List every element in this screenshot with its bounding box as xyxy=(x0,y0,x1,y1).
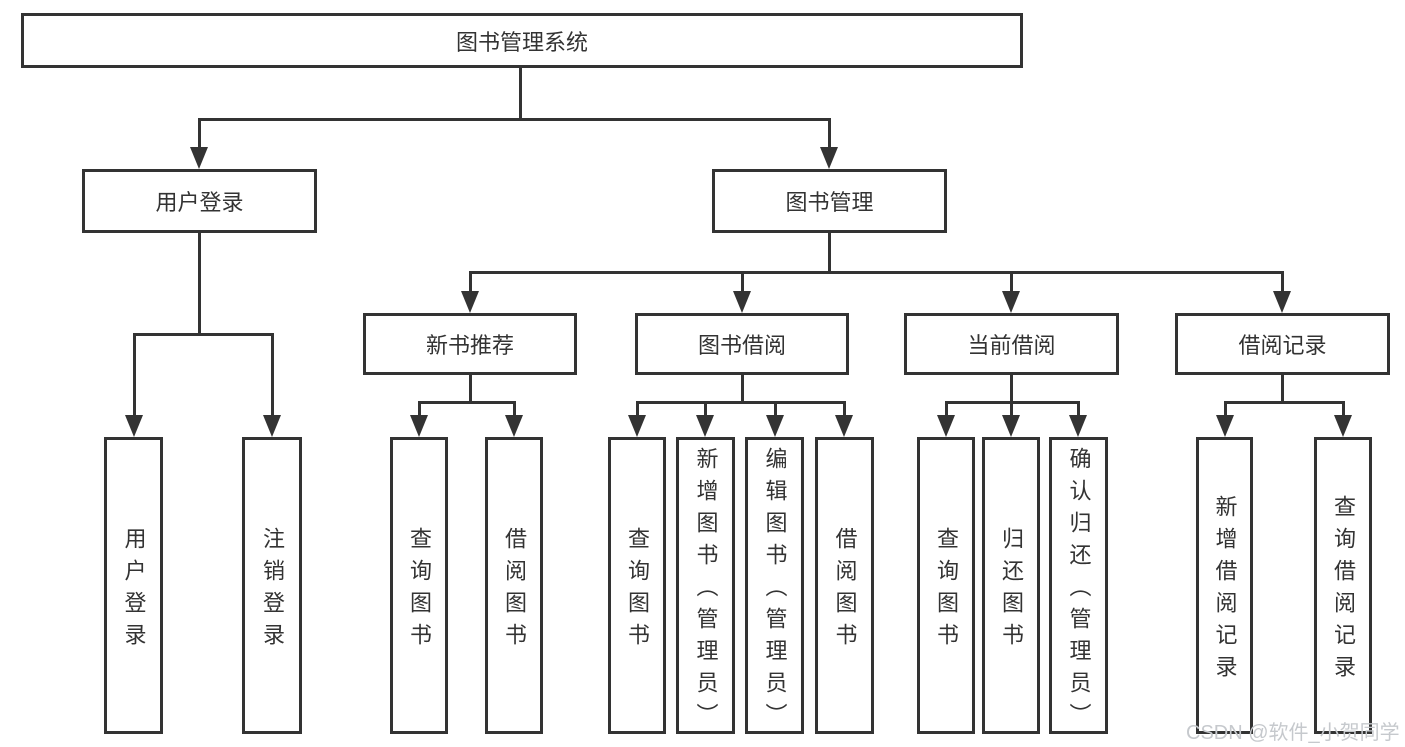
arrowhead-down-icon xyxy=(937,415,955,437)
connector-line xyxy=(945,401,948,425)
connector-line xyxy=(519,66,522,120)
leaf-query-borrow-record: 查询借阅记录 xyxy=(1314,437,1372,734)
leaf-add-borrow-record: 新增借阅记录 xyxy=(1196,437,1253,734)
node-user-login: 用户登录 xyxy=(82,169,317,233)
leaf-label: 新增借阅记录 xyxy=(1212,494,1238,687)
connector-line xyxy=(1281,271,1284,299)
connector-line xyxy=(469,375,472,403)
arrowhead-down-icon xyxy=(1002,291,1020,313)
connector-line xyxy=(469,271,1283,274)
node-current-borrow: 当前借阅 xyxy=(904,313,1119,375)
connector-line xyxy=(418,401,516,404)
connector-line xyxy=(469,271,472,299)
leaf-return-books: 归还图书 xyxy=(982,437,1040,734)
leaf-label: 注销登录 xyxy=(260,526,285,655)
leaf-query-books-1: 查询图书 xyxy=(390,437,448,734)
leaf-label: 查询图书 xyxy=(934,526,959,655)
leaf-query-books-3: 查询图书 xyxy=(917,437,975,734)
leaf-label: 借阅图书 xyxy=(502,526,527,655)
leaf-label: 用户登录 xyxy=(121,526,147,655)
connector-line xyxy=(1010,401,1013,425)
node-root: 图书管理系统 xyxy=(21,13,1023,68)
connector-line xyxy=(1077,401,1080,425)
arrowhead-down-icon xyxy=(733,291,751,313)
arrowhead-down-icon xyxy=(410,415,428,437)
arrowhead-down-icon xyxy=(835,415,853,437)
node-new-book-recommend: 新书推荐 xyxy=(363,313,577,375)
leaf-label: 新增图书（管理员） xyxy=(693,446,719,735)
watermark: CSDN @软件_小贺同学 xyxy=(1186,722,1400,744)
arrowhead-down-icon xyxy=(461,291,479,313)
arrowhead-down-icon xyxy=(1069,415,1087,437)
leaf-confirm-return-admin: 确认归还（管理员） xyxy=(1049,437,1108,735)
node-book-management: 图书管理 xyxy=(712,169,947,233)
connector-line xyxy=(1224,401,1227,425)
connector-line xyxy=(828,118,831,158)
connector-line xyxy=(704,401,707,425)
connector-line xyxy=(828,233,831,273)
arrowhead-down-icon xyxy=(263,415,281,437)
connector-line xyxy=(774,401,777,425)
connector-line xyxy=(636,401,639,425)
leaf-label: 查询图书 xyxy=(625,526,650,655)
leaf-query-books-2: 查询图书 xyxy=(608,437,666,734)
connector-line xyxy=(636,401,846,404)
node-borrow-records: 借阅记录 xyxy=(1175,313,1390,375)
leaf-borrow-books-1: 借阅图书 xyxy=(485,437,543,734)
leaf-label: 归还图书 xyxy=(999,526,1024,655)
connector-line xyxy=(198,233,201,335)
connector-line xyxy=(1224,401,1344,404)
leaf-borrow-books-2: 借阅图书 xyxy=(815,437,874,734)
connector-line xyxy=(741,271,744,299)
connector-line xyxy=(1010,375,1013,403)
arrowhead-down-icon xyxy=(1334,415,1352,437)
connector-line xyxy=(271,333,274,425)
leaf-user-login: 用户登录 xyxy=(104,437,163,734)
arrowhead-down-icon xyxy=(696,415,714,437)
leaf-label: 编辑图书（管理员） xyxy=(762,446,788,735)
leaf-add-book-admin: 新增图书（管理员） xyxy=(676,437,735,735)
connector-line xyxy=(133,333,136,425)
leaf-label: 查询图书 xyxy=(407,526,432,655)
leaf-label: 查询借阅记录 xyxy=(1331,494,1356,687)
arrowhead-down-icon xyxy=(628,415,646,437)
arrowhead-down-icon xyxy=(1216,415,1234,437)
leaf-label: 借阅图书 xyxy=(832,526,858,655)
arrowhead-down-icon xyxy=(766,415,784,437)
arrowhead-down-icon xyxy=(505,415,523,437)
connector-line xyxy=(418,401,421,425)
arrowhead-down-icon xyxy=(820,147,838,169)
arrowhead-down-icon xyxy=(1002,415,1020,437)
leaf-label: 确认归还（管理员） xyxy=(1066,446,1092,735)
connector-line xyxy=(198,118,831,121)
connector-line xyxy=(741,375,744,403)
connector-line xyxy=(1010,271,1013,299)
node-book-borrow: 图书借阅 xyxy=(635,313,849,375)
connector-line xyxy=(1281,375,1284,403)
connector-line xyxy=(1342,401,1345,425)
leaf-edit-book-admin: 编辑图书（管理员） xyxy=(745,437,804,735)
connector-line xyxy=(133,333,274,336)
arrowhead-down-icon xyxy=(1273,291,1291,313)
connector-line xyxy=(843,401,846,425)
connector-line xyxy=(198,118,201,158)
arrowhead-down-icon xyxy=(190,147,208,169)
leaf-logout: 注销登录 xyxy=(242,437,302,734)
arrowhead-down-icon xyxy=(125,415,143,437)
connector-line xyxy=(513,401,516,425)
